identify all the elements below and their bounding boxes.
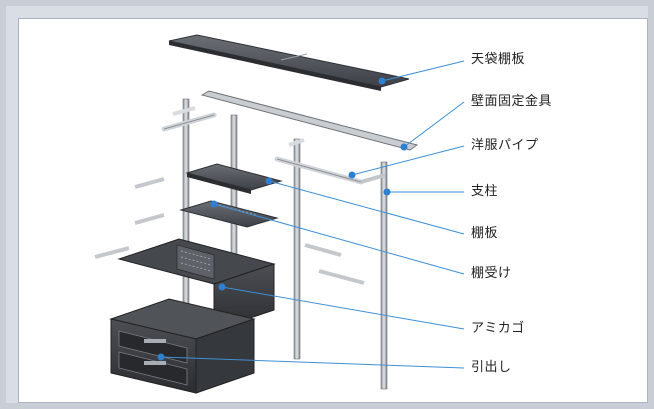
callout-dots: [157, 77, 408, 361]
top-shelf-board: [168, 34, 410, 91]
label-mesh-basket: アミカゴ: [471, 321, 525, 336]
label-top-shelf-board: 天袋棚板: [471, 52, 526, 67]
right-posts: [288, 138, 388, 390]
drawer-unit: [109, 298, 256, 394]
middle-shelf-board: [185, 163, 283, 194]
shelving-exploded-diagram: [94, 34, 465, 394]
label-shelf-support: 棚受け: [471, 266, 512, 281]
side-brackets: [94, 177, 365, 285]
label-shelf-board: 棚板: [471, 226, 499, 241]
shelf-support: [179, 200, 279, 228]
label-wall-fixing-bracket: 壁面固定金具: [471, 94, 553, 109]
label-post: 支柱: [471, 184, 499, 199]
callout-lines: [160, 60, 465, 369]
wall-bracket-rail: [200, 90, 419, 151]
clothes-pipes: [161, 112, 386, 185]
label-clothes-pipe: 洋服パイプ: [471, 138, 539, 153]
label-drawer: 引出し: [471, 360, 512, 375]
diagram-panel: 天袋棚板 壁面固定金具 洋服パイプ 支柱 棚板 棚受け アミカゴ 引出し: [18, 18, 648, 403]
